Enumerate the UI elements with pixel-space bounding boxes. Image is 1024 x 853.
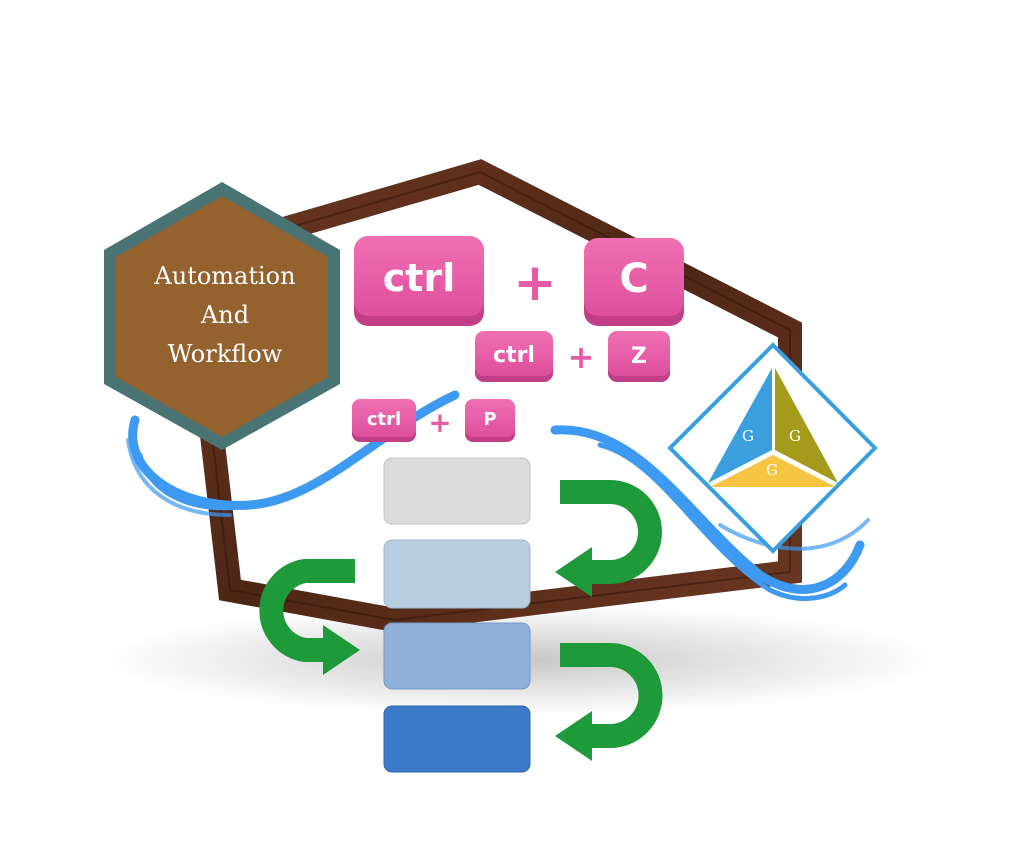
- logo-letter-2: G: [789, 427, 801, 445]
- workflow-blocks: [383, 457, 531, 773]
- block-step-1: [383, 457, 531, 525]
- plus-print: +: [428, 406, 451, 439]
- gg-logo-icon: G G G: [667, 342, 878, 554]
- shortcut-undo: ctrl + Z: [475, 331, 670, 382]
- green-arrow-icon: [259, 480, 663, 748]
- hexagon-title-line3: Workflow: [168, 340, 283, 368]
- hexagon-title-line1: Automation: [153, 262, 295, 290]
- key-z: Z: [631, 344, 647, 369]
- shortcut-print: ctrl + P: [352, 399, 515, 442]
- key-p: P: [483, 409, 496, 430]
- logo-letter-3: G: [766, 461, 778, 479]
- logo-letter-1: G: [742, 427, 754, 445]
- key-ctrl-copy: ctrl: [383, 256, 455, 300]
- key-ctrl-undo: ctrl: [493, 343, 535, 368]
- block-step-2: [383, 539, 531, 609]
- key-ctrl-print: ctrl: [367, 409, 401, 430]
- hexagon-badge: [104, 182, 340, 450]
- block-step-4: [383, 705, 531, 773]
- green-arrow-heads: [323, 547, 592, 761]
- shortcut-copy: ctrl + C: [354, 236, 684, 326]
- plus-copy: +: [513, 253, 557, 313]
- hexagon-title-line2: And: [200, 301, 249, 329]
- block-step-3: [383, 622, 531, 690]
- key-c: C: [619, 256, 648, 302]
- plus-undo: +: [568, 338, 595, 376]
